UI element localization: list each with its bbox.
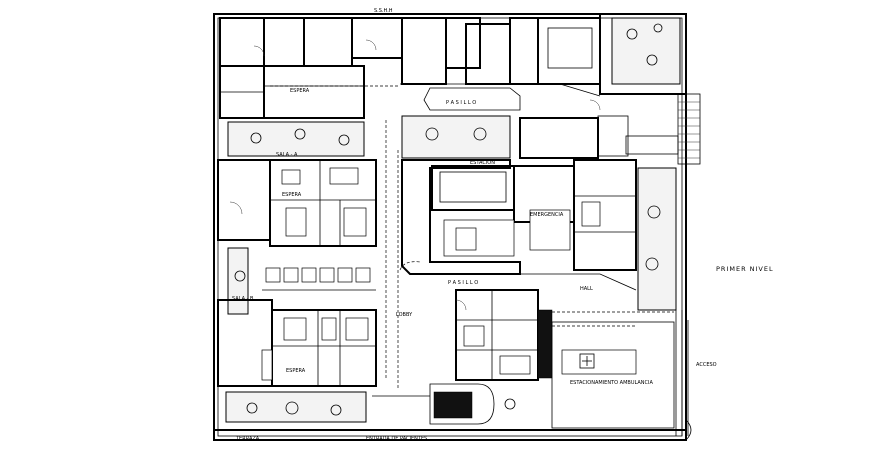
left-clinic-block bbox=[217, 159, 377, 247]
label-acceso: ACCESO bbox=[696, 362, 717, 368]
label-espera: ESPERA bbox=[290, 88, 310, 94]
label-lobby: LOBBY bbox=[396, 312, 413, 318]
label-pasillo-mid: P A S I L L O bbox=[448, 280, 478, 286]
bottom-ramp bbox=[372, 383, 495, 425]
label-hall: HALL bbox=[580, 286, 593, 292]
label-pasillo-top: P A S I L L O bbox=[446, 100, 476, 106]
label-espera-low: ESPERA bbox=[286, 368, 306, 374]
right-center-block bbox=[519, 115, 679, 271]
right-stairs bbox=[677, 93, 701, 165]
left-upper-block bbox=[219, 65, 365, 119]
label-terraza: TERRAZA bbox=[235, 436, 260, 442]
label-emergencia: EMERGENCIA bbox=[530, 212, 564, 218]
level-title: PRIMER NIVEL bbox=[716, 265, 774, 273]
label-sala-a: SALA - A bbox=[276, 152, 298, 158]
door-swings bbox=[229, 39, 601, 311]
lower-middle-block bbox=[455, 289, 553, 381]
label-bano: S.S.H.H bbox=[374, 8, 393, 14]
label-ambulancia: ESTACIONAMIENTO AMBULANCIA bbox=[570, 380, 654, 386]
central-block bbox=[401, 159, 575, 275]
right-road bbox=[675, 310, 692, 441]
label-estacion: ESTACION bbox=[470, 160, 495, 166]
plant-symbols bbox=[234, 23, 663, 416]
corridor-lines bbox=[385, 120, 637, 390]
ambulance-area bbox=[551, 311, 675, 429]
label-espera-left: ESPERA bbox=[282, 192, 302, 198]
label-sala-b: SALA - B bbox=[232, 296, 254, 302]
seating-rows bbox=[262, 267, 376, 291]
left-lower-block bbox=[217, 299, 377, 387]
garden-strips bbox=[225, 115, 677, 423]
top-room-row bbox=[219, 13, 687, 97]
label-entrada: ENTRADA DE PACIENTES bbox=[366, 436, 427, 442]
